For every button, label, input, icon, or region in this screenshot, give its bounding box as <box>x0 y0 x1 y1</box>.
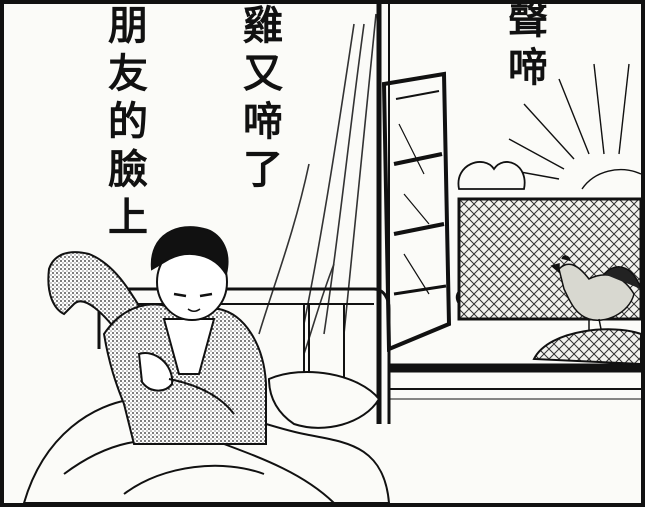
caption-column-2: 雞又啼了 <box>236 4 283 196</box>
caption-column-3: 聲啼 <box>501 0 548 94</box>
caption-column-1: 朋友的臉上 <box>101 4 148 244</box>
rooster <box>550 255 641 335</box>
pillow <box>267 370 381 429</box>
basket <box>532 328 641 366</box>
curtain <box>258 13 377 355</box>
window-frame <box>376 4 641 424</box>
illustration <box>22 4 641 503</box>
boy <box>47 226 267 445</box>
